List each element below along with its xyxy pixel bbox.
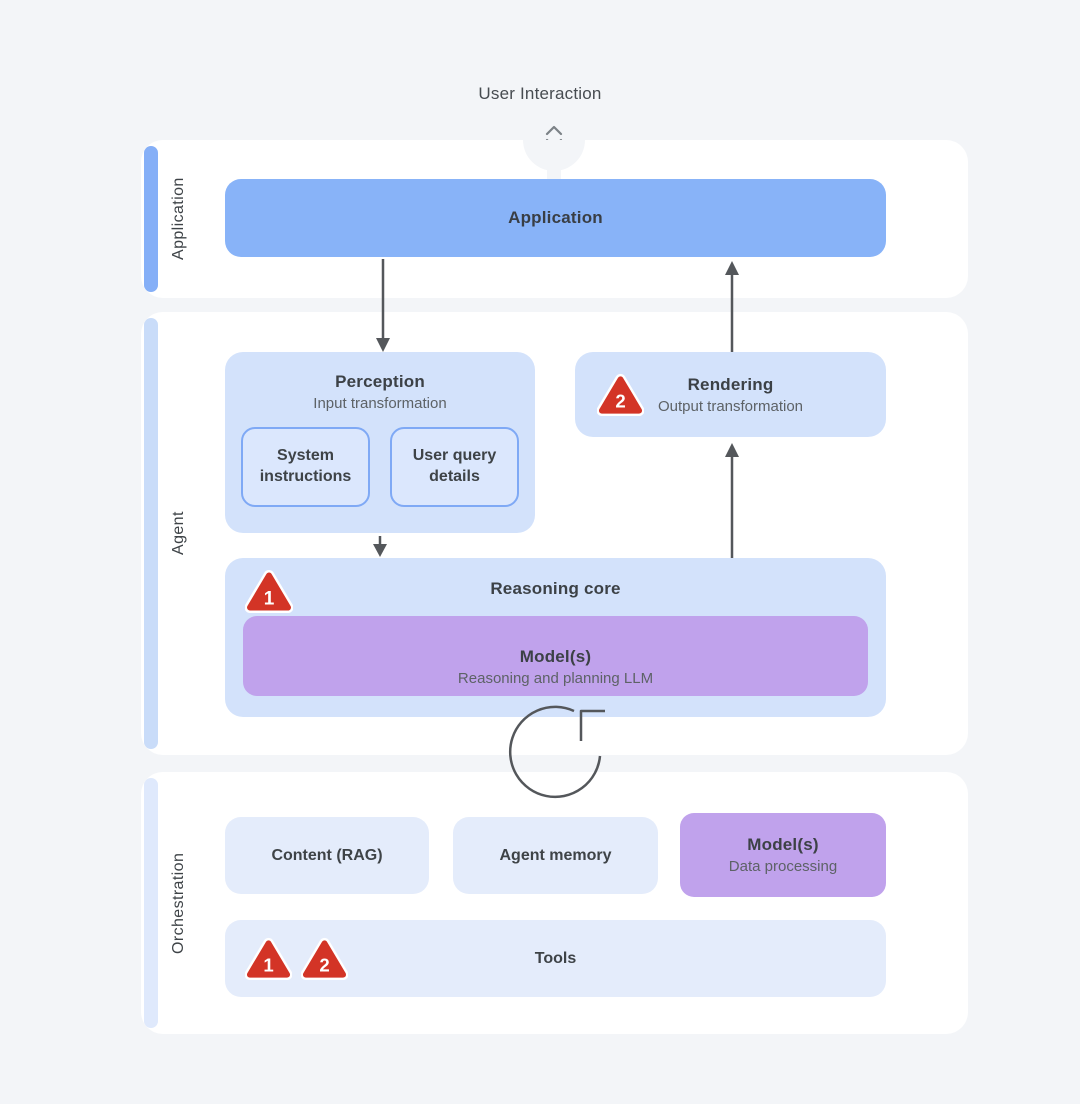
model-data-processing-box: Model(s) Data processing (680, 813, 886, 897)
system-instructions-box: System instructions (241, 427, 370, 507)
user-interaction-label: User Interaction (478, 84, 602, 103)
rendering-subtitle: Output transformation (657, 397, 804, 415)
agent-memory-label: Agent memory (499, 846, 612, 864)
warning-triangle-icon: 2 (597, 373, 644, 416)
badge-number: 1 (264, 589, 275, 610)
application-section-bar (144, 146, 158, 292)
model-llm-subtitle: Reasoning and planning LLM (457, 669, 654, 687)
rendering-title: Rendering (687, 374, 774, 394)
application-box: Application (225, 179, 886, 257)
perception-title: Perception (335, 372, 425, 391)
reasoning-core-title: Reasoning core (490, 579, 621, 598)
tools-box: 1 2 Tools (225, 920, 886, 997)
perception-subtitle: Input transformation (313, 395, 447, 412)
orchestration-section: Orchestration Content (RAG) Agent memory… (141, 772, 968, 1034)
badge-number: 2 (319, 955, 329, 976)
tools-label: Tools (534, 949, 577, 967)
warning-triangle-icon: 1 (245, 570, 293, 613)
model-data-subtitle: Data processing (728, 858, 838, 875)
orchestration-section-label: Orchestration (170, 852, 187, 954)
application-box-label: Application (508, 208, 603, 227)
reasoning-core-box: 1 Reasoning core Model(s) Reasoning and … (225, 558, 886, 717)
orchestration-section-bar (144, 778, 158, 1028)
agent-memory-box: Agent memory (453, 817, 658, 894)
badge-number: 2 (615, 391, 625, 412)
agent-section-label: Agent (170, 511, 187, 556)
warning-triangle-icon: 2 (301, 937, 348, 980)
agent-section-bar (144, 318, 158, 749)
warning-triangle-icon: 1 (245, 937, 292, 980)
user-query-details-box: User query details (390, 427, 519, 507)
rendering-box: 2 Rendering Output transformation (575, 352, 886, 437)
agent-section: Agent Perception Input transformation Sy… (141, 312, 968, 755)
model-llm-title: Model(s) (519, 646, 592, 666)
content-rag-box: Content (RAG) (225, 817, 429, 894)
perception-box: Perception Input transformation System i… (225, 352, 535, 533)
content-rag-label: Content (RAG) (271, 846, 383, 864)
model-data-title: Model(s) (747, 835, 819, 854)
badge-number: 1 (263, 955, 273, 976)
application-section: Application Application (141, 140, 968, 298)
model-llm-box: Model(s) Reasoning and planning LLM (243, 616, 868, 696)
notch-stem (547, 164, 561, 180)
application-section-label: Application (170, 177, 187, 261)
